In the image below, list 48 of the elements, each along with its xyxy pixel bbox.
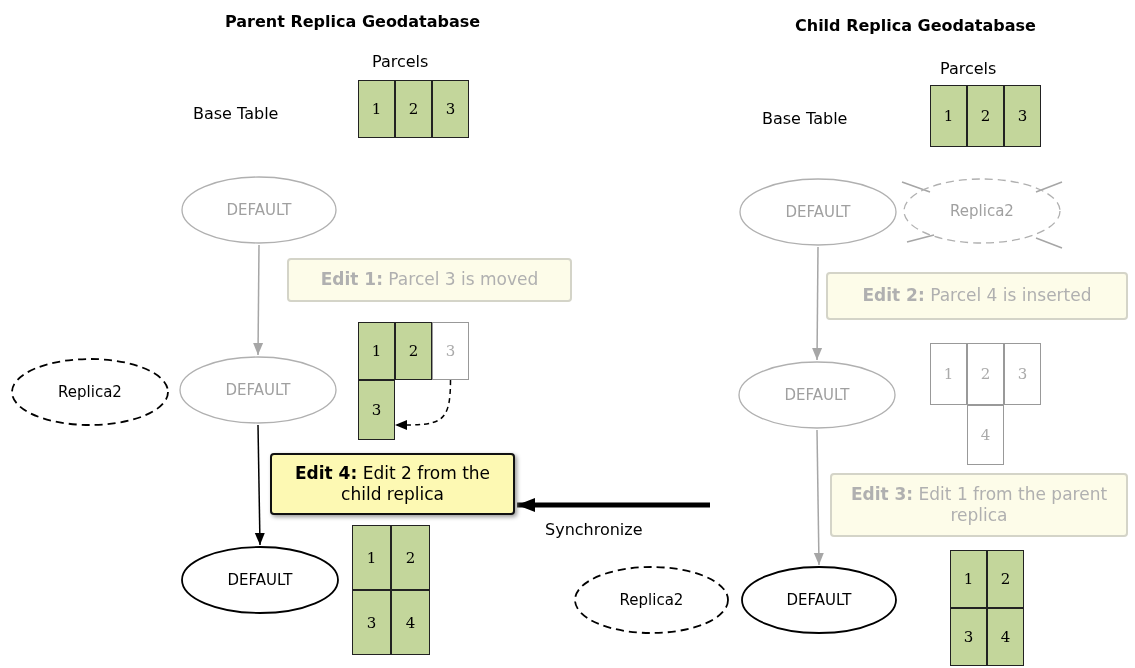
edit-note: Edit 2: Parcel 4 is inserted <box>826 272 1128 320</box>
section-title: Child Replica Geodatabase <box>795 16 1036 35</box>
version-ellipse: DEFAULT <box>738 177 898 247</box>
parcel-cell: 2 <box>967 85 1004 147</box>
version-ellipse: DEFAULT <box>180 545 340 615</box>
edge-label: Synchronize <box>545 520 643 539</box>
parcel-cell: 1 <box>358 322 395 380</box>
parcel-cell: 4 <box>391 590 430 655</box>
text-label: Base Table <box>193 104 279 123</box>
parcel-cell: 3 <box>950 608 987 666</box>
parcel-cell: 4 <box>967 405 1004 465</box>
parcel-cell: 2 <box>395 80 432 138</box>
parcel-cell: 2 <box>391 525 430 590</box>
arrow <box>394 379 452 430</box>
parcel-cell: 3 <box>352 590 391 655</box>
parcel-cell: 3 <box>432 322 469 380</box>
version-ellipse: DEFAULT <box>178 355 338 425</box>
replica-ellipse: Replica2 <box>902 177 1062 245</box>
arrow <box>812 246 823 361</box>
replica-ellipse: Replica2 <box>573 565 730 635</box>
parcel-cell: 2 <box>987 550 1024 608</box>
version-ellipse: DEFAULT <box>180 175 338 245</box>
parcel-cell: 3 <box>358 380 395 440</box>
parcel-cell: 3 <box>1004 85 1041 147</box>
parcel-cell: 4 <box>987 608 1024 666</box>
arrow <box>253 244 264 356</box>
arrow <box>813 429 824 566</box>
edit-note: Edit 4: Edit 2 from the child replica <box>270 453 515 515</box>
text-label: Parcels <box>372 52 429 71</box>
edit-note: Edit 3: Edit 1 from the parent replica <box>830 473 1128 537</box>
arrow <box>517 498 710 512</box>
parcel-cell: 3 <box>432 80 469 138</box>
parcel-cell: 1 <box>930 85 967 147</box>
parcel-cell: 1 <box>358 80 395 138</box>
arrow <box>254 424 265 546</box>
version-ellipse: DEFAULT <box>740 565 898 635</box>
parcel-cell: 1 <box>930 343 967 405</box>
section-title: Parent Replica Geodatabase <box>225 12 481 31</box>
replica-ellipse: Replica2 <box>10 357 170 427</box>
text-label: Parcels <box>940 59 997 78</box>
parcel-cell: 3 <box>1004 343 1041 405</box>
edit-note: Edit 1: Parcel 3 is moved <box>287 258 572 302</box>
parcel-cell: 1 <box>352 525 391 590</box>
parcel-cell: 2 <box>395 322 432 380</box>
version-ellipse: DEFAULT <box>737 360 897 430</box>
text-label: Base Table <box>762 109 848 128</box>
parcel-cell: 1 <box>950 550 987 608</box>
parcel-cell: 2 <box>967 343 1004 405</box>
